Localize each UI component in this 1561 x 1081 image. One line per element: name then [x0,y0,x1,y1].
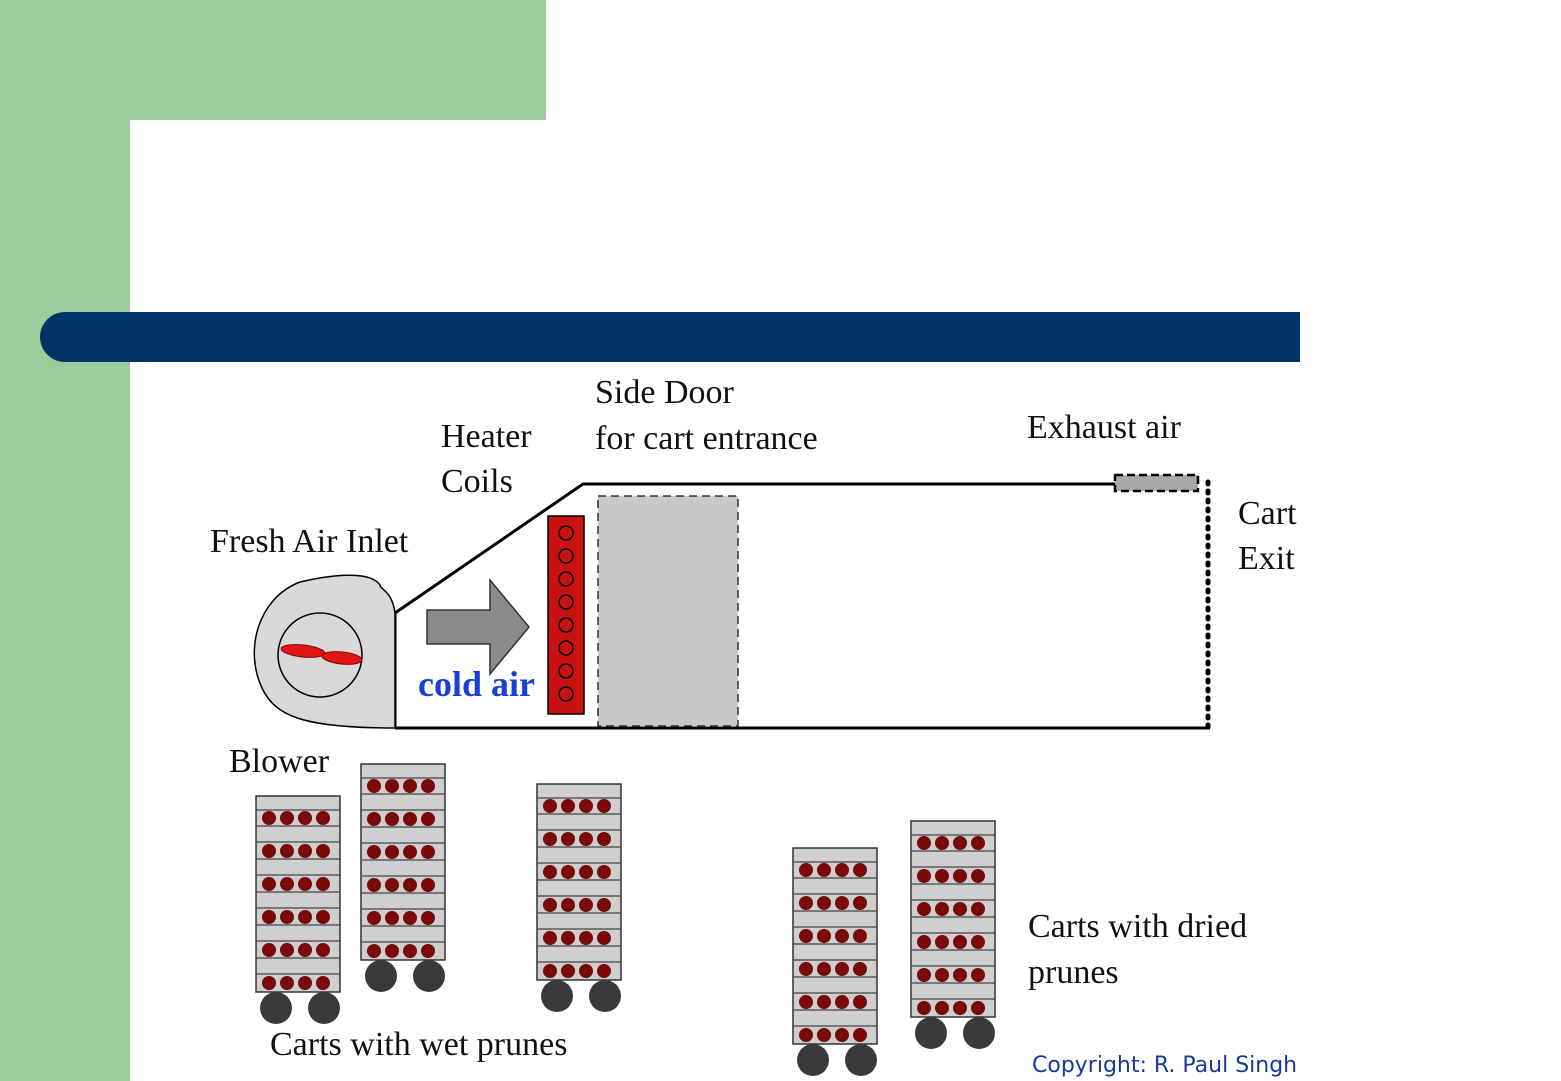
dried-carts-label-line2: prunes [1028,950,1119,995]
side-door-label-line1: Side Door [595,370,734,415]
wet-prune-cart [361,764,445,992]
copyright-notice: Copyright: R. Paul Singh [1032,1053,1297,1079]
cart-exit-label-line2: Exit [1238,536,1295,581]
wet-carts-label: Carts with wet prunes [270,1022,567,1067]
heater-label-line1: Heater [441,414,532,459]
exhaust-vent [1115,475,1198,491]
blower-label: Blower [229,739,329,784]
side-door [598,496,738,726]
wet-prune-cart [256,796,340,1024]
dried-prune-cart [793,848,877,1076]
side-door-label-line2: for cart entrance [595,416,818,461]
fresh-air-inlet-label: Fresh Air Inlet [210,519,408,564]
heater-coils [548,516,584,714]
wet-prune-cart [537,784,621,1012]
heater-label-line2: Coils [441,459,513,504]
dried-carts-label-line1: Carts with dried [1028,904,1247,949]
dried-prune-cart [911,821,995,1049]
air-flow-arrow-icon [427,580,529,674]
exhaust-air-label: Exhaust air [1027,405,1181,450]
cart-exit-label-line1: Cart [1238,491,1297,536]
cold-air-label: cold air [418,664,535,704]
